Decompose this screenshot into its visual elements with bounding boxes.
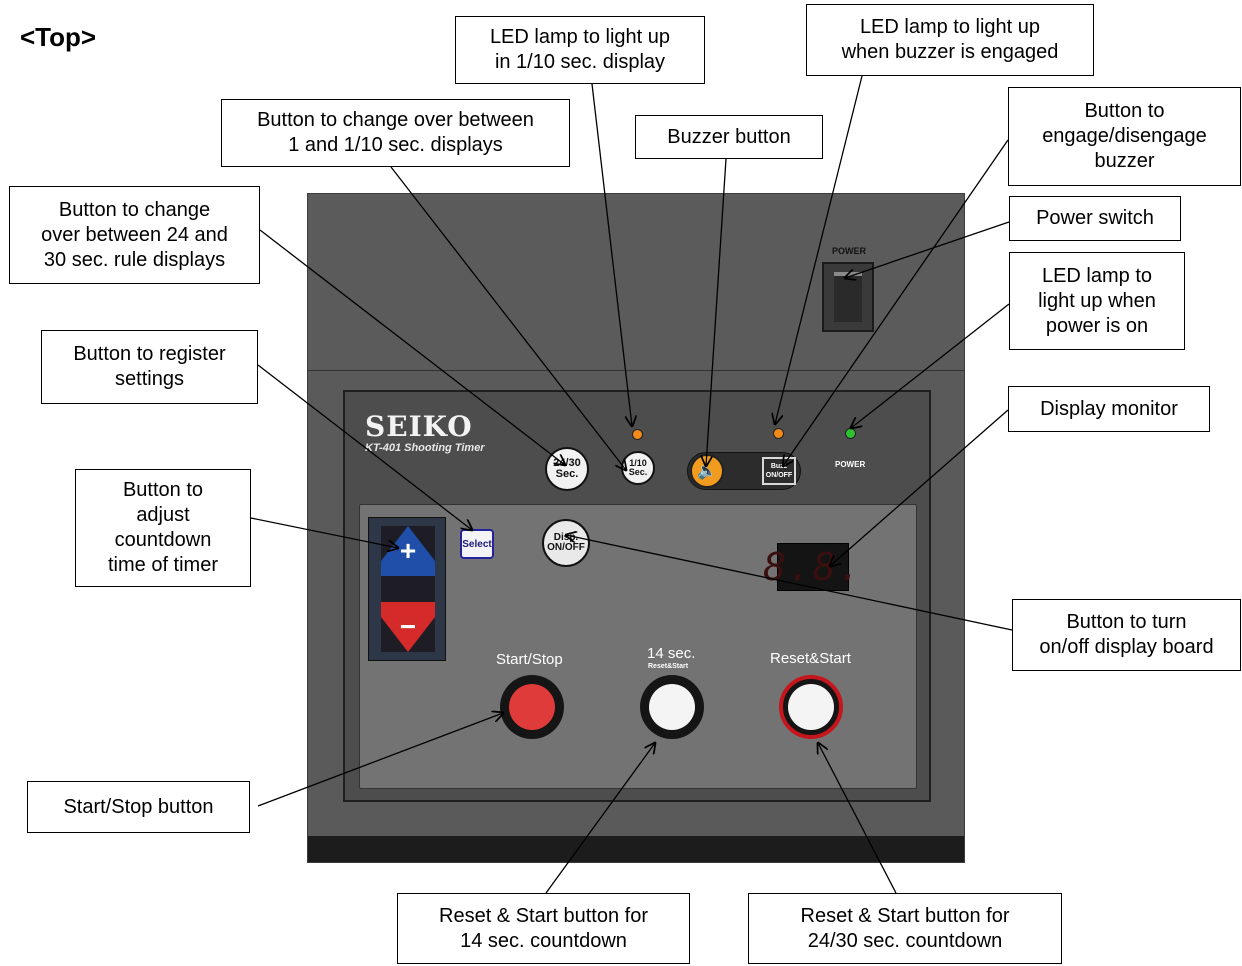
- power-rocker: [834, 272, 862, 322]
- display-on-off-button[interactable]: Disp. ON/OFF: [542, 519, 590, 567]
- start-stop-label: Start/Stop: [496, 651, 563, 668]
- plus-icon: +: [399, 535, 417, 566]
- adjust-diamond: + −: [381, 526, 435, 652]
- callout-led-buzzer: LED lamp to light up when buzzer is enga…: [806, 4, 1094, 76]
- callout-change-24-30: Button to change over between 24 and 30 …: [9, 186, 260, 284]
- 24-30-sec-button[interactable]: 24/30 Sec.: [545, 447, 589, 491]
- select-button[interactable]: Select: [460, 529, 494, 559]
- callout-text: Button to turn on/off display board: [1039, 611, 1214, 658]
- callout-text: Button to change over between 1 and 1/10…: [257, 109, 534, 156]
- tenth-sec-button[interactable]: 1/10 Sec.: [621, 451, 655, 485]
- callout-buzzer-button: Buzzer button: [635, 115, 823, 159]
- reset-start-label: Reset&Start: [770, 650, 851, 667]
- fourteen-sec-label: 14 sec.: [647, 645, 696, 662]
- minus-button[interactable]: −: [381, 602, 435, 652]
- fourteen-sec-reset-start-button[interactable]: [640, 675, 704, 739]
- page-heading: <Top>: [20, 22, 97, 52]
- reset-start-cap: [788, 684, 834, 730]
- callout-text: Power switch: [1036, 207, 1154, 229]
- buzzer-on-off-button[interactable]: Buzz ON/OFF: [762, 457, 796, 485]
- shooting-timer-device: POWER SEIKO KT-401 Shooting Timer 24/30 …: [307, 193, 965, 863]
- buzzer-control-strip: 🔈 Buzz ON/OFF: [687, 452, 801, 490]
- buzzer-button[interactable]: 🔈: [690, 454, 724, 488]
- fourteen-sec-sublabel: Reset&Start: [648, 663, 689, 670]
- fourteen-sec-cap: [649, 684, 695, 730]
- device-base: [308, 836, 964, 862]
- buzzer-engaged-led: [773, 428, 784, 439]
- callout-power-switch: Power switch: [1009, 196, 1181, 241]
- callout-text: LED lamp to light up when buzzer is enga…: [841, 16, 1059, 63]
- plus-button[interactable]: +: [381, 526, 435, 576]
- start-stop-button[interactable]: [500, 675, 564, 739]
- callout-change-1-10: Button to change over between 1 and 1/10…: [221, 99, 570, 167]
- model-name: KT-401 Shooting Timer: [365, 442, 485, 454]
- inner-control-panel: + − Select Disp. ON/OFF 8.8. Start/Stop …: [359, 504, 917, 789]
- callout-start-stop: Start/Stop button: [27, 781, 250, 833]
- reset-start-button[interactable]: [779, 675, 843, 739]
- callout-reset-24-30: Reset & Start button for 24/30 sec. coun…: [748, 893, 1062, 964]
- control-panel: SEIKO KT-401 Shooting Timer 24/30 Sec. 1…: [343, 390, 931, 802]
- callout-reset-14: Reset & Start button for 14 sec. countdo…: [397, 893, 690, 964]
- brand-logo: SEIKO: [365, 410, 473, 443]
- power-led-label: POWER: [835, 460, 866, 469]
- callout-led-tenth-sec: LED lamp to light up in 1/10 sec. displa…: [455, 16, 705, 84]
- callout-led-power: LED lamp to light up when power is on: [1009, 252, 1185, 350]
- start-stop-cap: [509, 684, 555, 730]
- display-monitor: 8.8.: [763, 543, 863, 591]
- callout-text: LED lamp to light up when power is on: [1038, 264, 1156, 337]
- minus-icon: −: [399, 611, 417, 642]
- callout-text: Reset & Start button for 14 sec. countdo…: [439, 904, 648, 952]
- countdown-adjust-pad: + −: [368, 517, 446, 661]
- callout-text: Reset & Start button for 24/30 sec. coun…: [800, 904, 1010, 952]
- power-switch-label: POWER: [832, 246, 867, 256]
- callout-text: LED lamp to light up in 1/10 sec. displa…: [489, 26, 671, 73]
- power-switch[interactable]: [822, 262, 874, 332]
- callout-text: Button to engage/disengage buzzer: [1042, 100, 1207, 172]
- callout-adjust-countdown: Button to adjust countdown time of timer: [75, 469, 251, 587]
- tenth-sec-led: [632, 429, 643, 440]
- callout-text: Display monitor: [1040, 397, 1178, 420]
- callout-register-settings: Button to register settings: [41, 330, 258, 404]
- callout-text: Buzzer button: [667, 125, 791, 148]
- callout-text: Start/Stop button: [63, 795, 214, 818]
- callout-display-monitor: Display monitor: [1008, 386, 1210, 432]
- callout-text: Button to adjust countdown time of timer: [107, 479, 219, 576]
- callout-engage-buzzer: Button to engage/disengage buzzer: [1008, 87, 1241, 186]
- power-led: [845, 428, 856, 439]
- callout-display-board: Button to turn on/off display board: [1012, 599, 1241, 671]
- callout-text: Button to register settings: [73, 343, 226, 390]
- speaker-icon: 🔈: [697, 463, 717, 480]
- callout-text: Button to change over between 24 and 30 …: [41, 198, 228, 271]
